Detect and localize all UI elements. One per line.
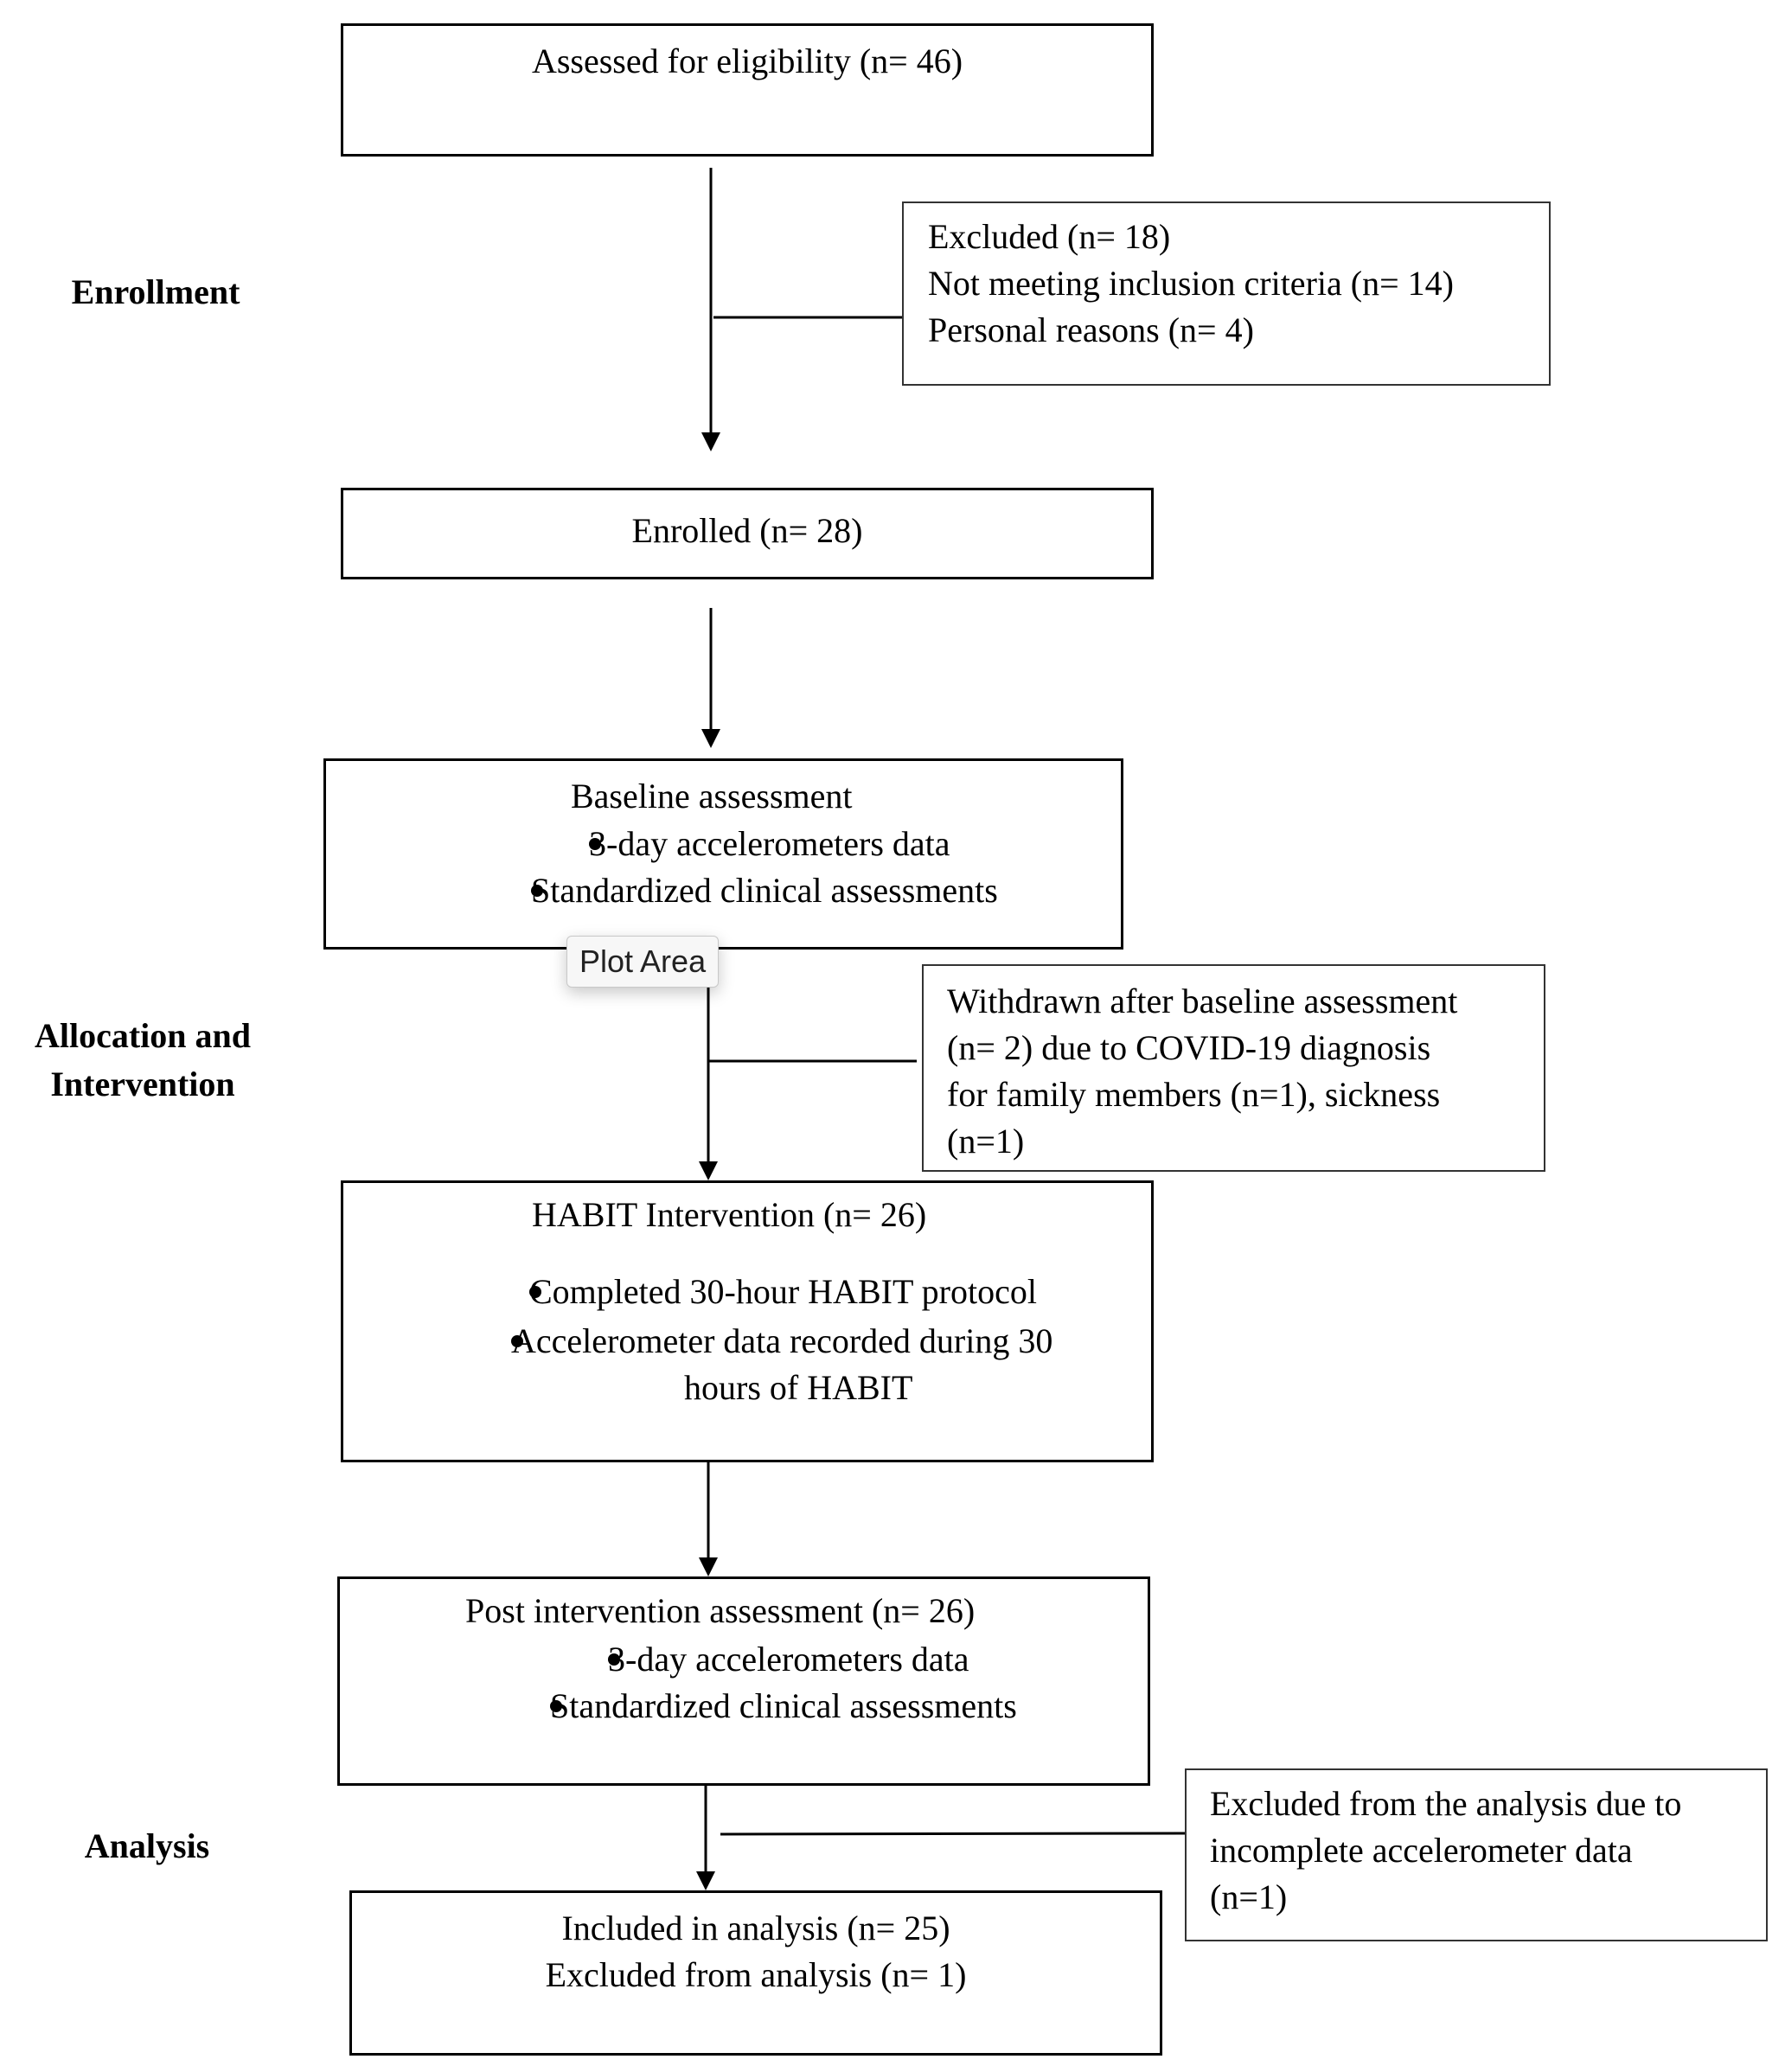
excluded-analysis-box: Excluded from the analysis due to incomp… <box>1185 1768 1768 1941</box>
withdrawn-box: Withdrawn after baseline assessment (n= … <box>922 964 1545 1172</box>
post-title: Post intervention assessment (n= 26) <box>465 1591 976 1630</box>
baseline-box: Baseline assessment 3-day accelerometers… <box>323 758 1123 950</box>
included-box: Included in analysis (n= 25) Excluded fr… <box>349 1890 1162 2056</box>
habit-box: HABIT Intervention (n= 26) Completed 30-… <box>341 1180 1154 1462</box>
baseline-bullet: Standardized clinical assessments <box>469 867 998 914</box>
stage-label-enrollment: Enrollment <box>71 272 240 311</box>
baseline-title: Baseline assessment <box>571 777 853 815</box>
habit-bullet: Accelerometer data recorded during 30 <box>452 1318 1052 1365</box>
baseline-bullet: 3-day accelerometers data <box>529 821 950 867</box>
stage-label-allocation: Allocation and Intervention <box>34 1016 252 1103</box>
habit-title: HABIT Intervention (n= 26) <box>532 1195 927 1234</box>
enrolled-box: Enrolled (n= 28) <box>341 488 1154 579</box>
stage-label-analysis: Analysis <box>84 1826 210 1865</box>
habit-bullet-continuation: hours of HABIT <box>684 1368 913 1407</box>
branch-excluded-analysis <box>720 1832 1186 1836</box>
plot-area-tooltip: Plot Area <box>566 936 720 988</box>
habit-bullet: Completed 30-hour HABIT protocol <box>471 1269 1037 1315</box>
post-bullet: Standardized clinical assessments <box>488 1683 1017 1730</box>
post-intervention-box: Post intervention assessment (n= 26) 3-d… <box>337 1576 1150 1786</box>
post-bullet: 3-day accelerometers data <box>548 1636 969 1683</box>
assessed-box: Assessed for eligibility (n= 46) <box>341 23 1154 157</box>
excluded-box: Excluded (n= 18) Not meeting inclusion c… <box>902 201 1551 386</box>
